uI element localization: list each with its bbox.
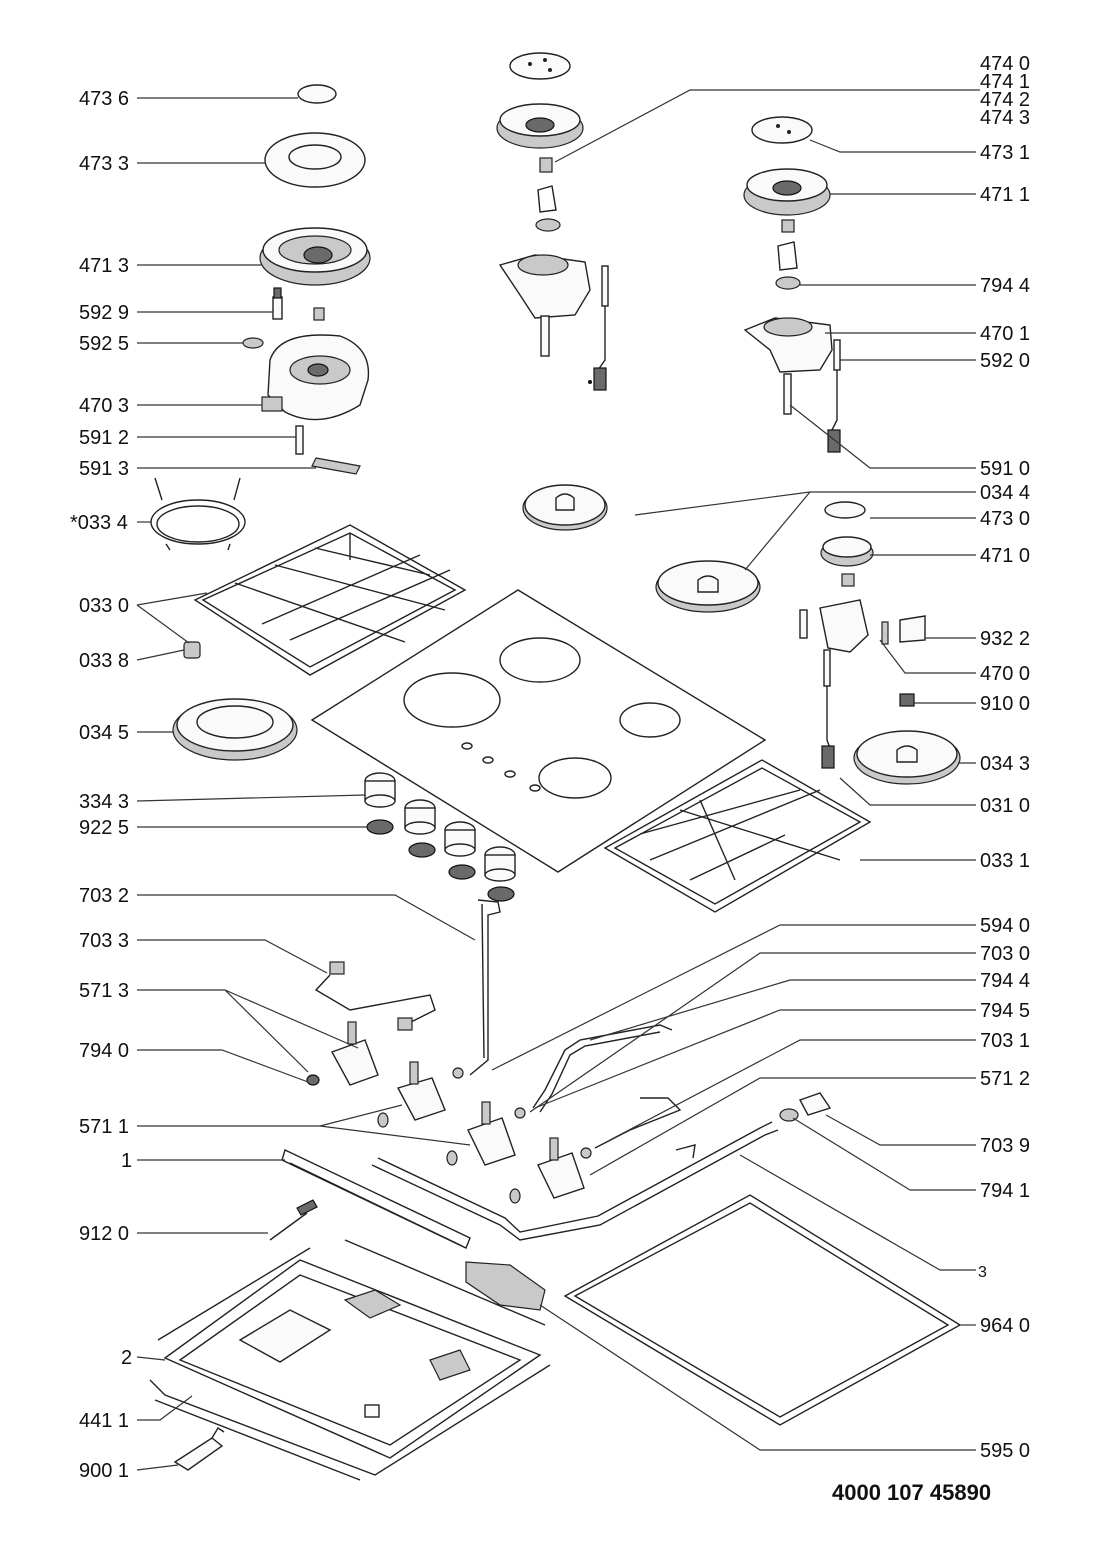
callout-1: 1	[121, 1150, 132, 1172]
callout-900-1: 900 1	[79, 1460, 129, 1482]
callout-794-4-lower: 794 4	[980, 970, 1030, 992]
callout-031-0: 031 0	[980, 795, 1030, 817]
callout-441-1: 441 1	[79, 1410, 129, 1432]
wok-ring	[150, 477, 246, 551]
rubber-foot	[183, 641, 201, 659]
callout-571-2: 571 2	[980, 1068, 1030, 1090]
callout-033-8: 033 8	[79, 650, 129, 672]
gas-taps-and-pipes	[306, 899, 832, 1241]
callout-592-5: 592 5	[79, 333, 129, 355]
callout-591-2: 591 2	[79, 427, 129, 449]
callout-labels-left: 473 6 473 3 471 3 592 9 592 5 470 3 591 …	[70, 88, 132, 1482]
callout-3: 3	[978, 1264, 987, 1281]
gasket-seal	[563, 1194, 962, 1426]
leader-lines	[136, 89, 980, 1471]
fixing-clip	[173, 1427, 225, 1471]
callout-794-1: 794 1	[980, 1180, 1030, 1202]
callout-334-3: 334 3	[79, 791, 129, 813]
callout-2: 2	[121, 1347, 132, 1369]
pan-support-right	[603, 759, 872, 913]
callout-470-3: 470 3	[79, 395, 129, 417]
callout-471-0: 471 0	[980, 545, 1030, 567]
callout-912-0: 912 0	[79, 1223, 129, 1245]
wok-adapter-ring	[172, 698, 298, 761]
callout-703-3: 703 3	[79, 930, 129, 952]
callout-470-0: 470 0	[980, 663, 1030, 685]
callout-932-2: 932 2	[980, 628, 1030, 650]
callout-794-4-top: 794 4	[980, 275, 1030, 297]
callout-595-0: 595 0	[980, 1440, 1030, 1462]
glass-worktop	[310, 589, 767, 873]
burner-cap-ring	[264, 132, 366, 188]
callout-592-9: 592 9	[79, 302, 129, 324]
callout-473-6: 473 6	[79, 88, 129, 110]
burner-top-center	[496, 52, 609, 391]
pan-support-left	[193, 524, 467, 676]
washer-left	[242, 337, 264, 349]
thermocouple-tip-left	[295, 425, 304, 455]
callout-571-3: 571 3	[79, 980, 129, 1002]
ignition-module	[465, 1261, 546, 1311]
callout-471-3: 471 3	[79, 255, 129, 277]
burner-cap-small	[297, 84, 337, 104]
callout-571-1: 571 1	[79, 1116, 129, 1138]
callout-922-5: 922 5	[79, 817, 129, 839]
callout-964-0: 964 0	[980, 1315, 1030, 1337]
callout-473-3: 473 3	[79, 153, 129, 175]
burner-crown-large	[259, 227, 371, 286]
burner-base-left	[261, 334, 370, 421]
callout-033-1: 033 1	[980, 850, 1030, 872]
burner-top-right	[743, 116, 841, 453]
bottom-tray	[149, 1239, 551, 1481]
callout-474-1: 474 1	[980, 71, 1030, 93]
mounting-bracket-strip	[281, 1149, 471, 1249]
callout-910-0: 910 0	[980, 693, 1030, 715]
callout-labels-right: 474 0 474 1 474 2 474 3 473 1 471 1 794 …	[978, 53, 1030, 1462]
callout-794-0: 794 0	[79, 1040, 129, 1062]
callout-033-4: *033 4	[70, 512, 128, 534]
control-knobs	[364, 772, 516, 882]
callout-034-5: 034 5	[79, 722, 129, 744]
callout-703-0: 703 0	[980, 943, 1030, 965]
callout-591-3: 591 3	[79, 458, 129, 480]
callout-703-2: 703 2	[79, 885, 129, 907]
callout-594-0: 594 0	[980, 915, 1030, 937]
document-number: 4000 107 45890	[832, 1480, 991, 1505]
callout-794-5: 794 5	[980, 1000, 1030, 1022]
callout-591-0: 591 0	[980, 458, 1030, 480]
callout-474-0: 474 0	[980, 53, 1030, 75]
clip-plate	[311, 457, 361, 475]
callout-703-1: 703 1	[980, 1030, 1030, 1052]
callout-703-9: 703 9	[980, 1135, 1030, 1157]
burner-right-aux	[522, 484, 961, 785]
callout-474-3: 474 3	[980, 107, 1030, 129]
callout-592-0: 592 0	[980, 350, 1030, 372]
callout-033-0: 033 0	[79, 595, 129, 617]
callout-474-2: 474 2	[980, 89, 1030, 111]
callout-034-3: 034 3	[980, 753, 1030, 775]
callout-473-1: 473 1	[980, 142, 1030, 164]
callout-471-1: 471 1	[980, 184, 1030, 206]
callout-473-0: 473 0	[980, 508, 1030, 530]
spark-electrode-left	[272, 287, 325, 321]
screw	[269, 1199, 318, 1241]
callout-470-1: 470 1	[980, 323, 1030, 345]
callout-034-4: 034 4	[980, 482, 1030, 504]
